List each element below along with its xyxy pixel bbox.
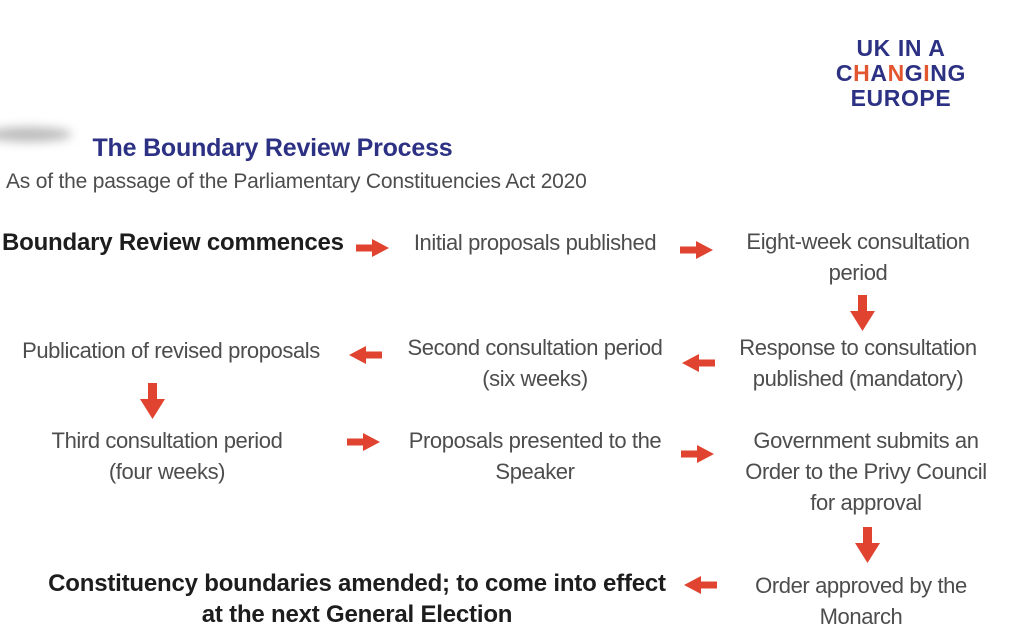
logo-line-changing: CHANGING: [836, 61, 966, 86]
logo-letter-accent: I: [923, 60, 931, 86]
arrow-right-icon: [356, 238, 389, 258]
logo-line-3: EUROPE: [850, 85, 952, 111]
logo-letter: C: [835, 60, 854, 86]
arrow-left-icon: [349, 345, 382, 365]
arrow-down-icon: [855, 527, 880, 563]
node-presented-to-speaker: Proposals presented to the Speaker: [408, 428, 662, 484]
arrow-down-icon: [850, 295, 875, 331]
arrow-right-icon: [680, 240, 713, 260]
node-privy-council-order: Government submits an Order to the Privy…: [745, 428, 987, 515]
ukice-logo: UK IN A CHANGING EUROPE: [836, 36, 966, 111]
arrow-right-icon: [681, 444, 714, 464]
logo-letter: N: [930, 60, 948, 86]
node-response-published: Response to consultation published (mand…: [739, 335, 977, 391]
node-boundaries-amended: Constituency boundaries amended; to come…: [48, 570, 666, 628]
node-initial-proposals: Initial proposals published: [413, 230, 657, 255]
node-revised-proposals: Publication of revised proposals: [22, 338, 320, 363]
arrow-right-icon: [347, 432, 380, 452]
node-third-consultation: Third consultation period (four weeks): [51, 428, 283, 484]
scan-smudge-artifact: [0, 127, 72, 142]
logo-letter: G: [947, 60, 966, 86]
logo-letter-accent: H: [853, 60, 871, 86]
arrow-left-icon: [684, 575, 717, 595]
page-subtitle: As of the passage of the Parliamentary C…: [6, 170, 587, 193]
node-boundary-review-commences: Boundary Review commences: [2, 229, 344, 256]
logo-letter: G: [904, 60, 924, 86]
arrow-down-icon: [140, 383, 165, 419]
page-title: The Boundary Review Process: [92, 134, 453, 162]
arrow-left-icon: [682, 353, 715, 373]
logo-letter-accent: N: [887, 60, 905, 86]
logo-letter: A: [870, 60, 888, 86]
node-second-consultation: Second consultation period (six weeks): [407, 335, 663, 391]
logo-line-1: UK IN A: [856, 35, 946, 61]
node-eight-week-consultation: Eight-week consultation period: [746, 229, 970, 285]
node-order-approved-monarch: Order approved by the Monarch: [755, 573, 967, 629]
